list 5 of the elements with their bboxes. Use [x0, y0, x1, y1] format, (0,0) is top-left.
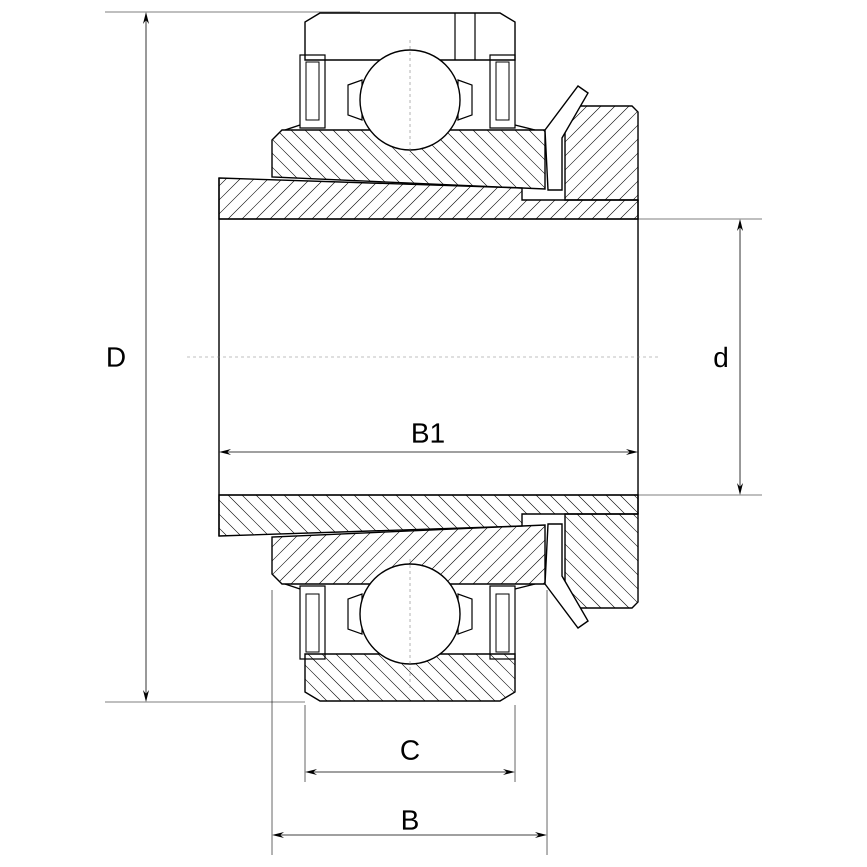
dimension-label: d	[714, 346, 727, 368]
dimension-label: C	[401, 740, 420, 760]
dimension-label: D	[108, 347, 125, 367]
dimension-label: B	[402, 810, 418, 830]
dimension-label: B1	[413, 423, 444, 443]
